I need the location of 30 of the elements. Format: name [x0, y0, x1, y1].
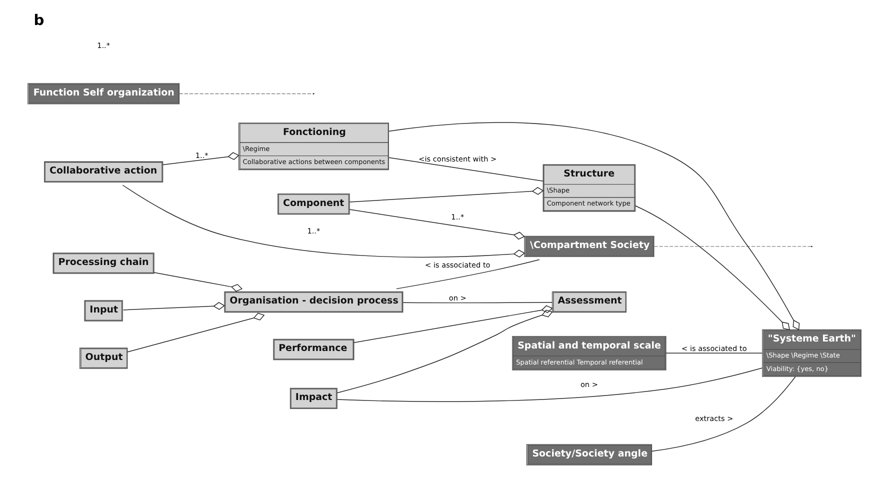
connector [652, 376, 796, 452]
diagram-title: b [34, 12, 44, 29]
connector [122, 184, 526, 258]
connector [354, 305, 553, 343]
connector [349, 187, 544, 202]
connector [349, 209, 525, 240]
edge-label: < is associated to [682, 344, 747, 353]
connector [162, 152, 240, 166]
connector [635, 205, 790, 330]
connector [178, 93, 314, 94]
connector [388, 122, 800, 330]
edge-label: <is consistent with > [418, 154, 497, 164]
edge-label: 1..* [451, 212, 464, 222]
edge-label: < is associated to [425, 260, 490, 270]
label: 1..* [97, 41, 110, 50]
connector [154, 272, 243, 292]
connector [123, 302, 225, 310]
connector [336, 368, 763, 402]
connector [336, 310, 553, 394]
connector [127, 312, 265, 352]
connector [654, 246, 812, 247]
edge-label: on > [448, 294, 466, 303]
connector [396, 259, 540, 290]
connector [388, 157, 544, 182]
edge-label: extracts > [695, 414, 734, 424]
connector [666, 352, 763, 354]
connector [402, 302, 553, 304]
edge-label: 1..* [195, 151, 208, 160]
edge-label: on > [580, 380, 598, 389]
edge-label: 1..* [307, 226, 320, 236]
